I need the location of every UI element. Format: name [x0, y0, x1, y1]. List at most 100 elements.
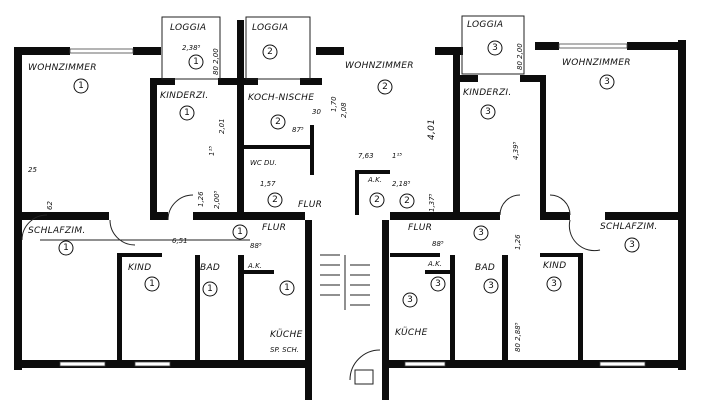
loggia-1-outline	[161, 16, 221, 80]
room-label-kind-3: KIND	[543, 261, 566, 271]
loggia-3-outline	[461, 15, 525, 75]
wall-kinderzi3-left	[453, 47, 460, 215]
wall-kind3	[502, 255, 508, 360]
unit-number-circle	[58, 240, 74, 256]
room-label-ak-3: A.K.	[427, 260, 442, 268]
wall-wc	[244, 145, 314, 149]
outer-wall-left	[14, 47, 22, 370]
unit-number-circle	[369, 192, 385, 208]
wall	[300, 78, 322, 85]
unit-number: 2	[275, 117, 281, 127]
dimension-text: 62	[46, 201, 54, 210]
room-label-loggia-2: LOGGIA	[252, 23, 288, 33]
unit-number: 3	[604, 77, 610, 87]
stairs	[320, 254, 374, 385]
dimension-text: 1,57	[260, 180, 276, 188]
dimension-text: 2,18⁵	[392, 180, 411, 188]
labels: LOGGIA 1 LOGGIA 2 LOGGIA 3 WOHNZIMMER 1 …	[28, 20, 658, 354]
unit-number-circle	[279, 280, 295, 296]
unit-number-circle	[430, 276, 446, 292]
window	[134, 361, 171, 367]
wall-wc	[310, 125, 314, 175]
dimension-text: 4,01	[427, 119, 437, 140]
unit-number: 2	[404, 196, 410, 206]
room-label-schlafzim-3: SCHLAFZIM.	[600, 222, 658, 232]
dimension-text: 87⁵	[292, 126, 304, 134]
dimension-text: 2,38⁵	[182, 44, 201, 52]
unit-number: 3	[435, 279, 441, 289]
wall-ak	[355, 170, 359, 215]
unit-number-circle	[399, 193, 415, 209]
wall-ak	[355, 170, 390, 174]
wall-top	[316, 47, 344, 55]
room-label-wohnzimmer-2: WOHNZIMMER	[345, 61, 414, 71]
room-label-wohnzimmer-1: WOHNZIMMER	[28, 63, 97, 73]
unit-number-circle	[377, 79, 393, 95]
room-note-spuele: SP. SCH.	[270, 346, 299, 354]
wall-ak1	[244, 270, 274, 274]
dimension-text: 88⁵	[250, 242, 262, 250]
room-label-ak-1: A.K.	[247, 262, 262, 270]
door-swings	[21, 194, 601, 381]
unit-number: 3	[551, 279, 557, 289]
window	[558, 43, 628, 49]
dimension-text: 30	[312, 108, 321, 116]
unit-number-circle	[267, 192, 283, 208]
unit-number: 1	[237, 227, 243, 237]
wall-middle	[150, 212, 168, 220]
unit-number: 2	[374, 195, 380, 205]
unit-number: 1	[78, 81, 84, 91]
unit-number: 1	[207, 284, 213, 294]
dimension-text: 1,26	[197, 191, 205, 207]
unit-number: 3	[492, 43, 498, 53]
room-label-kueche-1: KÜCHE	[270, 329, 303, 340]
unit-number-circle	[179, 105, 195, 121]
unit-number-circle	[262, 44, 278, 60]
unit-number-circle	[599, 74, 615, 90]
wall	[150, 78, 175, 85]
wall-bad3	[450, 255, 455, 360]
wall-ak3	[425, 270, 455, 274]
window	[69, 48, 134, 54]
unit-number: 1	[193, 57, 199, 67]
unit-number-circle	[270, 114, 286, 130]
dimension-text: 4,39⁵	[512, 141, 520, 160]
wall-kinderzi1-left	[150, 78, 157, 215]
room-label-kinderzi-3: KINDERZI.	[463, 88, 512, 98]
dimension-text: 1¹⁵	[392, 152, 402, 160]
dimension-text: 2,00⁵	[213, 190, 221, 209]
window	[599, 361, 646, 367]
unit-number: 2	[382, 82, 388, 92]
room-label-wohnzimmer-3: WOHNZIMMER	[562, 58, 631, 68]
unit-number-circle	[480, 104, 496, 120]
unit-number-circle	[144, 276, 160, 292]
room-label-bad-3: BAD	[475, 263, 495, 273]
window	[59, 361, 106, 367]
stairwell-wall-right	[382, 220, 389, 400]
dimension-text: 80 2,00	[212, 48, 220, 75]
loggia-2-outline	[245, 16, 311, 80]
unit-number: 3	[485, 107, 491, 117]
unit-circles	[58, 40, 640, 308]
room-label-kinderzi-1: KINDERZI.	[160, 91, 209, 101]
unit-number: 3	[478, 228, 484, 238]
room-label-bad-1: BAD	[200, 263, 220, 273]
unit-number-circle	[73, 78, 89, 94]
wall-middle	[605, 212, 686, 220]
wall-middle	[193, 212, 305, 220]
unit-number-circle	[487, 40, 503, 56]
unit-number-circle	[202, 281, 218, 297]
unit-number-circle	[546, 276, 562, 292]
wall-kueche3	[390, 253, 440, 257]
dimension-text: 2,08	[340, 102, 348, 118]
dimension-text: 1,26	[514, 234, 522, 250]
wall-top	[435, 47, 463, 55]
wall-middle	[14, 212, 109, 220]
room-label-kochnische-2: KOCH-NISCHE	[248, 93, 314, 103]
wall-bad1	[195, 255, 200, 360]
walls	[14, 15, 686, 400]
wall-top	[535, 42, 559, 50]
dimension-text: 1¹⁵	[208, 146, 216, 156]
dimension-text: 6,51	[172, 237, 188, 245]
unit-number: 1	[63, 243, 69, 253]
